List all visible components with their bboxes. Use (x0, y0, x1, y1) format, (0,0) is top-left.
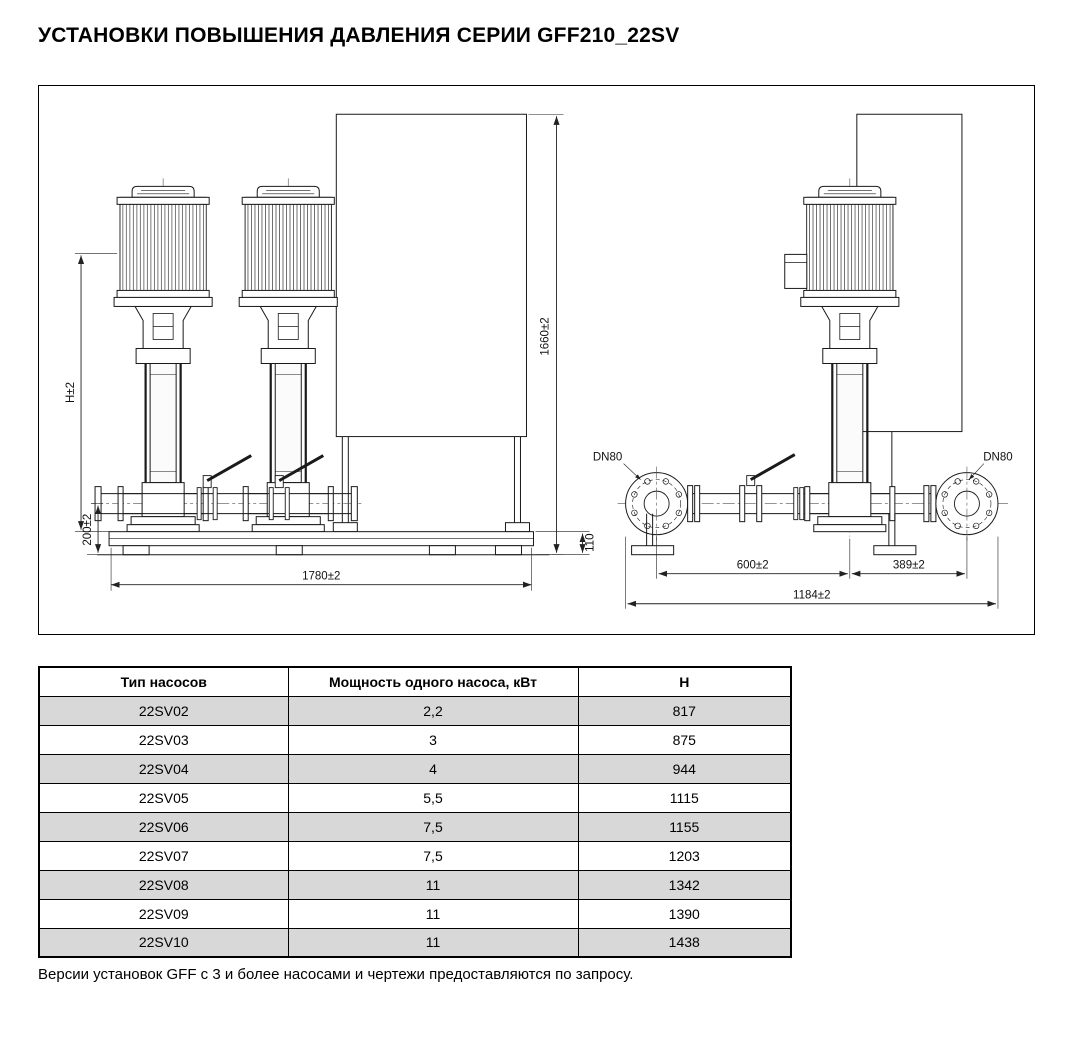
front-dimensions: H±2 200±2 1660±2 110 1780±2 (65, 113, 597, 591)
table-cell: 7,5 (287, 811, 579, 842)
col-header-power: Мощность одного насоса, кВт (287, 666, 579, 697)
table-cell: 11 (287, 927, 579, 958)
table-cell: 11 (287, 869, 579, 900)
dim-label-base-height: 110 (585, 534, 597, 552)
table-cell: 22SV02 (38, 695, 289, 726)
table-cell: 1342 (577, 869, 792, 900)
footer-note: Версии установок GFF с 3 и более насосам… (38, 966, 634, 983)
table-cell: 944 (577, 753, 792, 784)
table-cell: 11 (287, 898, 579, 929)
table-cell: 1155 (577, 811, 792, 842)
table-cell: 2,2 (287, 695, 579, 726)
col-header-pump-type: Тип насосов (38, 666, 289, 697)
pump-2-front (238, 177, 339, 538)
table-cell: 22SV04 (38, 753, 289, 784)
table-cell: 22SV05 (38, 782, 289, 813)
table-cell: 1438 (577, 927, 792, 958)
suction-flange (625, 466, 689, 541)
pump-1-front (112, 177, 214, 538)
table-cell: 22SV10 (38, 927, 289, 958)
dim-label-pump-height: H±2 (65, 382, 77, 403)
table-cell: 1390 (577, 898, 792, 929)
dim-label-pump-offset: 600±2 (737, 560, 769, 572)
table-cell: 875 (577, 724, 792, 755)
drawing-frame: H±2 200±2 1660±2 110 1780±2 (38, 85, 1035, 635)
table-cell: 4 (287, 753, 579, 784)
side-dimensions: DN80 DN80 600±2 389±2 1184±2 (593, 452, 1013, 609)
table-cell: 22SV09 (38, 898, 289, 929)
discharge-flange (935, 466, 999, 541)
table-cell: 1115 (577, 782, 792, 813)
side-view (617, 113, 1010, 556)
dn-outlet-label: DN80 (983, 452, 1012, 464)
table-cell: 3 (287, 724, 579, 755)
page-title: УСТАНОВКИ ПОВЫШЕНИЯ ДАВЛЕНИЯ СЕРИИ GFF21… (38, 24, 680, 47)
table-cell: 22SV07 (38, 840, 289, 871)
technical-drawing: H±2 200±2 1660±2 110 1780±2 (65, 113, 1013, 609)
valve-1-front (196, 454, 252, 521)
dim-label-side-length: 1184±2 (793, 590, 830, 602)
table-cell: 22SV08 (38, 869, 289, 900)
table-cell: 22SV03 (38, 724, 289, 755)
dim-label-outlet-offset: 389±2 (893, 560, 925, 572)
valve-side (739, 453, 796, 523)
table-cell: 5,5 (287, 782, 579, 813)
dim-label-front-length: 1780±2 (302, 571, 340, 583)
dim-label-overall-height: 1660±2 (540, 317, 552, 355)
table-cell: 817 (577, 695, 792, 726)
table-header-row: Тип насосов Мощность одного насоса, кВт … (38, 666, 792, 697)
valve-2-front (268, 454, 325, 521)
terminal-box (784, 253, 808, 289)
front-view (91, 113, 550, 556)
pump-spec-table: Тип насосов Мощность одного насоса, кВт … (38, 666, 792, 958)
col-header-h: Н (577, 666, 792, 697)
control-cabinet-front (335, 113, 527, 438)
dim-label-manifold-height: 200±2 (82, 514, 94, 546)
dn-inlet-label: DN80 (593, 452, 622, 464)
table-cell: 7,5 (287, 840, 579, 871)
table-cell: 1203 (577, 840, 792, 871)
table-cell: 22SV06 (38, 811, 289, 842)
